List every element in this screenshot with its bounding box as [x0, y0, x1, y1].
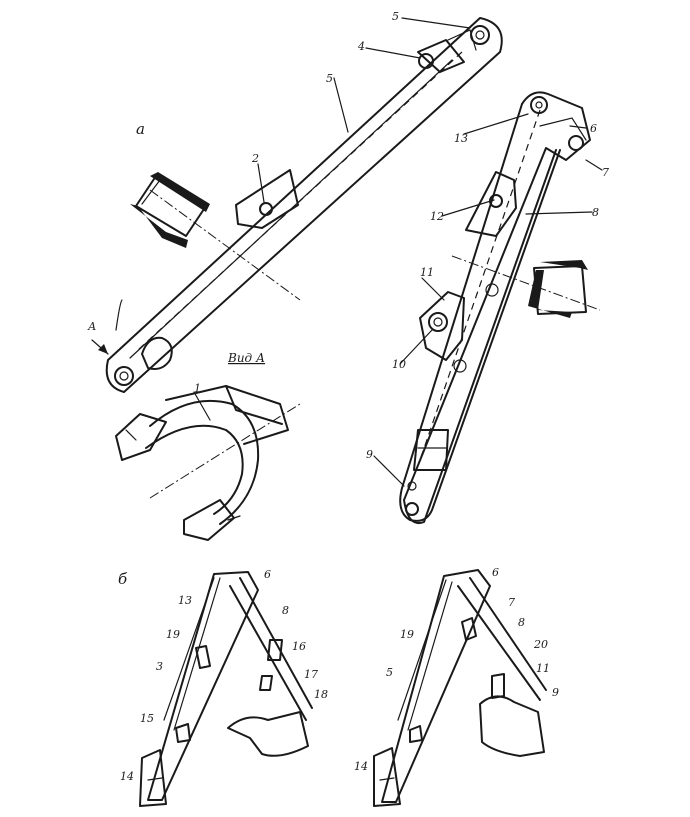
callout-1: 1: [194, 382, 201, 395]
callout-20-right: 20: [533, 638, 548, 651]
callout-7-right: 7: [508, 596, 515, 609]
callout-10: 10: [392, 358, 406, 371]
callout-11-right: 11: [536, 662, 550, 675]
boom-arm: [105, 17, 503, 393]
callout-12: 12: [430, 210, 444, 223]
callout-5-top: 5: [392, 10, 399, 23]
callout-15-left: 15: [140, 712, 154, 725]
callout-2: 2: [251, 152, 259, 165]
boom-section: [130, 172, 210, 248]
callout-16-left: 16: [292, 640, 306, 653]
yoke-detail: [115, 385, 301, 541]
loader-right: [373, 569, 547, 807]
callout-5-right: 5: [386, 666, 393, 679]
callout-14-left: 14: [120, 770, 134, 783]
callout-9-right: 9: [552, 686, 559, 699]
callout-11: 11: [420, 266, 434, 279]
view-label-view-a: Вид А: [227, 351, 265, 365]
callout-4: 4: [357, 40, 365, 53]
callout-19-left: 19: [166, 628, 180, 641]
callout-14-right: 14: [354, 760, 368, 773]
view-label-a: а: [136, 120, 145, 138]
view-arrow-a: [91, 299, 123, 355]
callout-7: 7: [602, 166, 609, 179]
callout-13: 13: [454, 132, 468, 145]
callout-17-left: 17: [304, 668, 318, 681]
callout-18-left: 18: [314, 688, 328, 701]
callout-8-left: 8: [282, 604, 289, 617]
arrow-label-a: А: [87, 320, 96, 333]
view-label-b: б: [118, 570, 128, 588]
callout-13-left: 13: [178, 594, 192, 607]
callout-6: 6: [590, 122, 597, 135]
callout-8-right: 8: [518, 616, 525, 629]
callout-9: 9: [366, 448, 373, 461]
callout-8: 8: [592, 206, 599, 219]
callout-6-right: 6: [492, 566, 499, 579]
callout-5: 5: [326, 72, 333, 85]
callout-leaders: [193, 17, 603, 487]
dipper-arm: [399, 91, 601, 524]
callout-3-left: 3: [156, 660, 163, 673]
loader-left: [139, 571, 313, 807]
dipper-section: [528, 260, 588, 318]
callout-6-left: 6: [264, 568, 271, 581]
callout-19-right: 19: [400, 628, 414, 641]
